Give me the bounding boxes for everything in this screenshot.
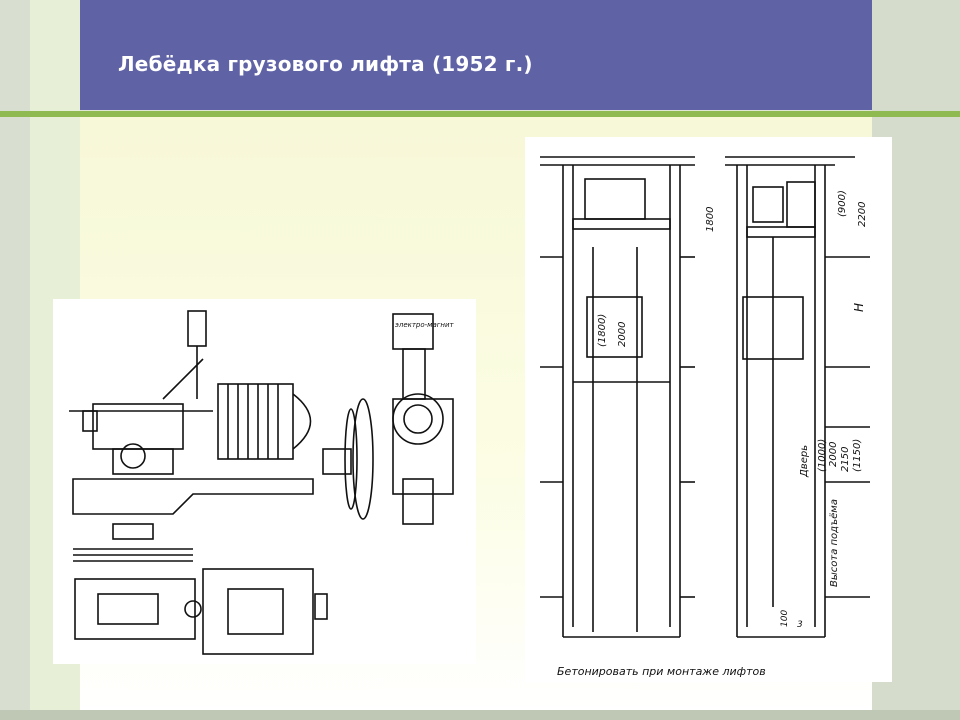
- bottom-bar: [0, 710, 960, 720]
- left-margin-band: [0, 0, 30, 720]
- motor-plan: [202, 568, 314, 655]
- lift-shaft-drawing: 1800 (1800) 2000 (900) 2200 H Дверь (: [525, 137, 892, 682]
- dim-1800: 1800: [705, 207, 716, 232]
- dim-h: H: [852, 303, 866, 312]
- drawing-caption: Бетонировать при монтаже лифтов: [557, 665, 766, 678]
- machine-room-winch-left: [584, 178, 646, 220]
- gearbox-plan: [74, 578, 196, 640]
- car-outline-left: [586, 296, 643, 358]
- door-dim-2000: 2000: [828, 442, 839, 467]
- shaft-section-right: [725, 156, 870, 638]
- machine-room-winch-right: [752, 186, 784, 223]
- motor-body: [217, 383, 294, 460]
- winch-base-frame: [72, 478, 314, 515]
- sheave-disc: [352, 398, 374, 520]
- winch-drawing: электро-магнит: [53, 299, 476, 664]
- brake-magnet-left: [187, 310, 207, 347]
- dim-3: 3: [797, 620, 803, 630]
- dim-2000-car: 2000: [617, 322, 628, 347]
- dim-1800-car: (1800): [597, 314, 608, 347]
- title-bar: [80, 0, 872, 110]
- electromagnet-label: электро-магнит: [395, 321, 455, 329]
- accent-divider: [0, 111, 960, 117]
- dim-900: (900): [837, 190, 848, 217]
- shaft-section-left: [540, 156, 695, 638]
- electromagnet-box: [392, 313, 434, 350]
- traction-sheave: [392, 393, 444, 445]
- lift-height-label: Высота подъёма: [829, 499, 840, 587]
- door-label: Дверь: [799, 445, 810, 478]
- door-dim-1150: (1150): [852, 439, 863, 472]
- dim-2200: 2200: [857, 202, 868, 227]
- control-cabinet: [786, 181, 816, 228]
- slide-title: Лебёдка грузового лифта (1952 г.): [118, 52, 533, 76]
- dim-100: 100: [780, 610, 790, 627]
- door-dim-1000: (1000): [817, 439, 828, 472]
- door-dim-2150: 2150: [840, 447, 851, 472]
